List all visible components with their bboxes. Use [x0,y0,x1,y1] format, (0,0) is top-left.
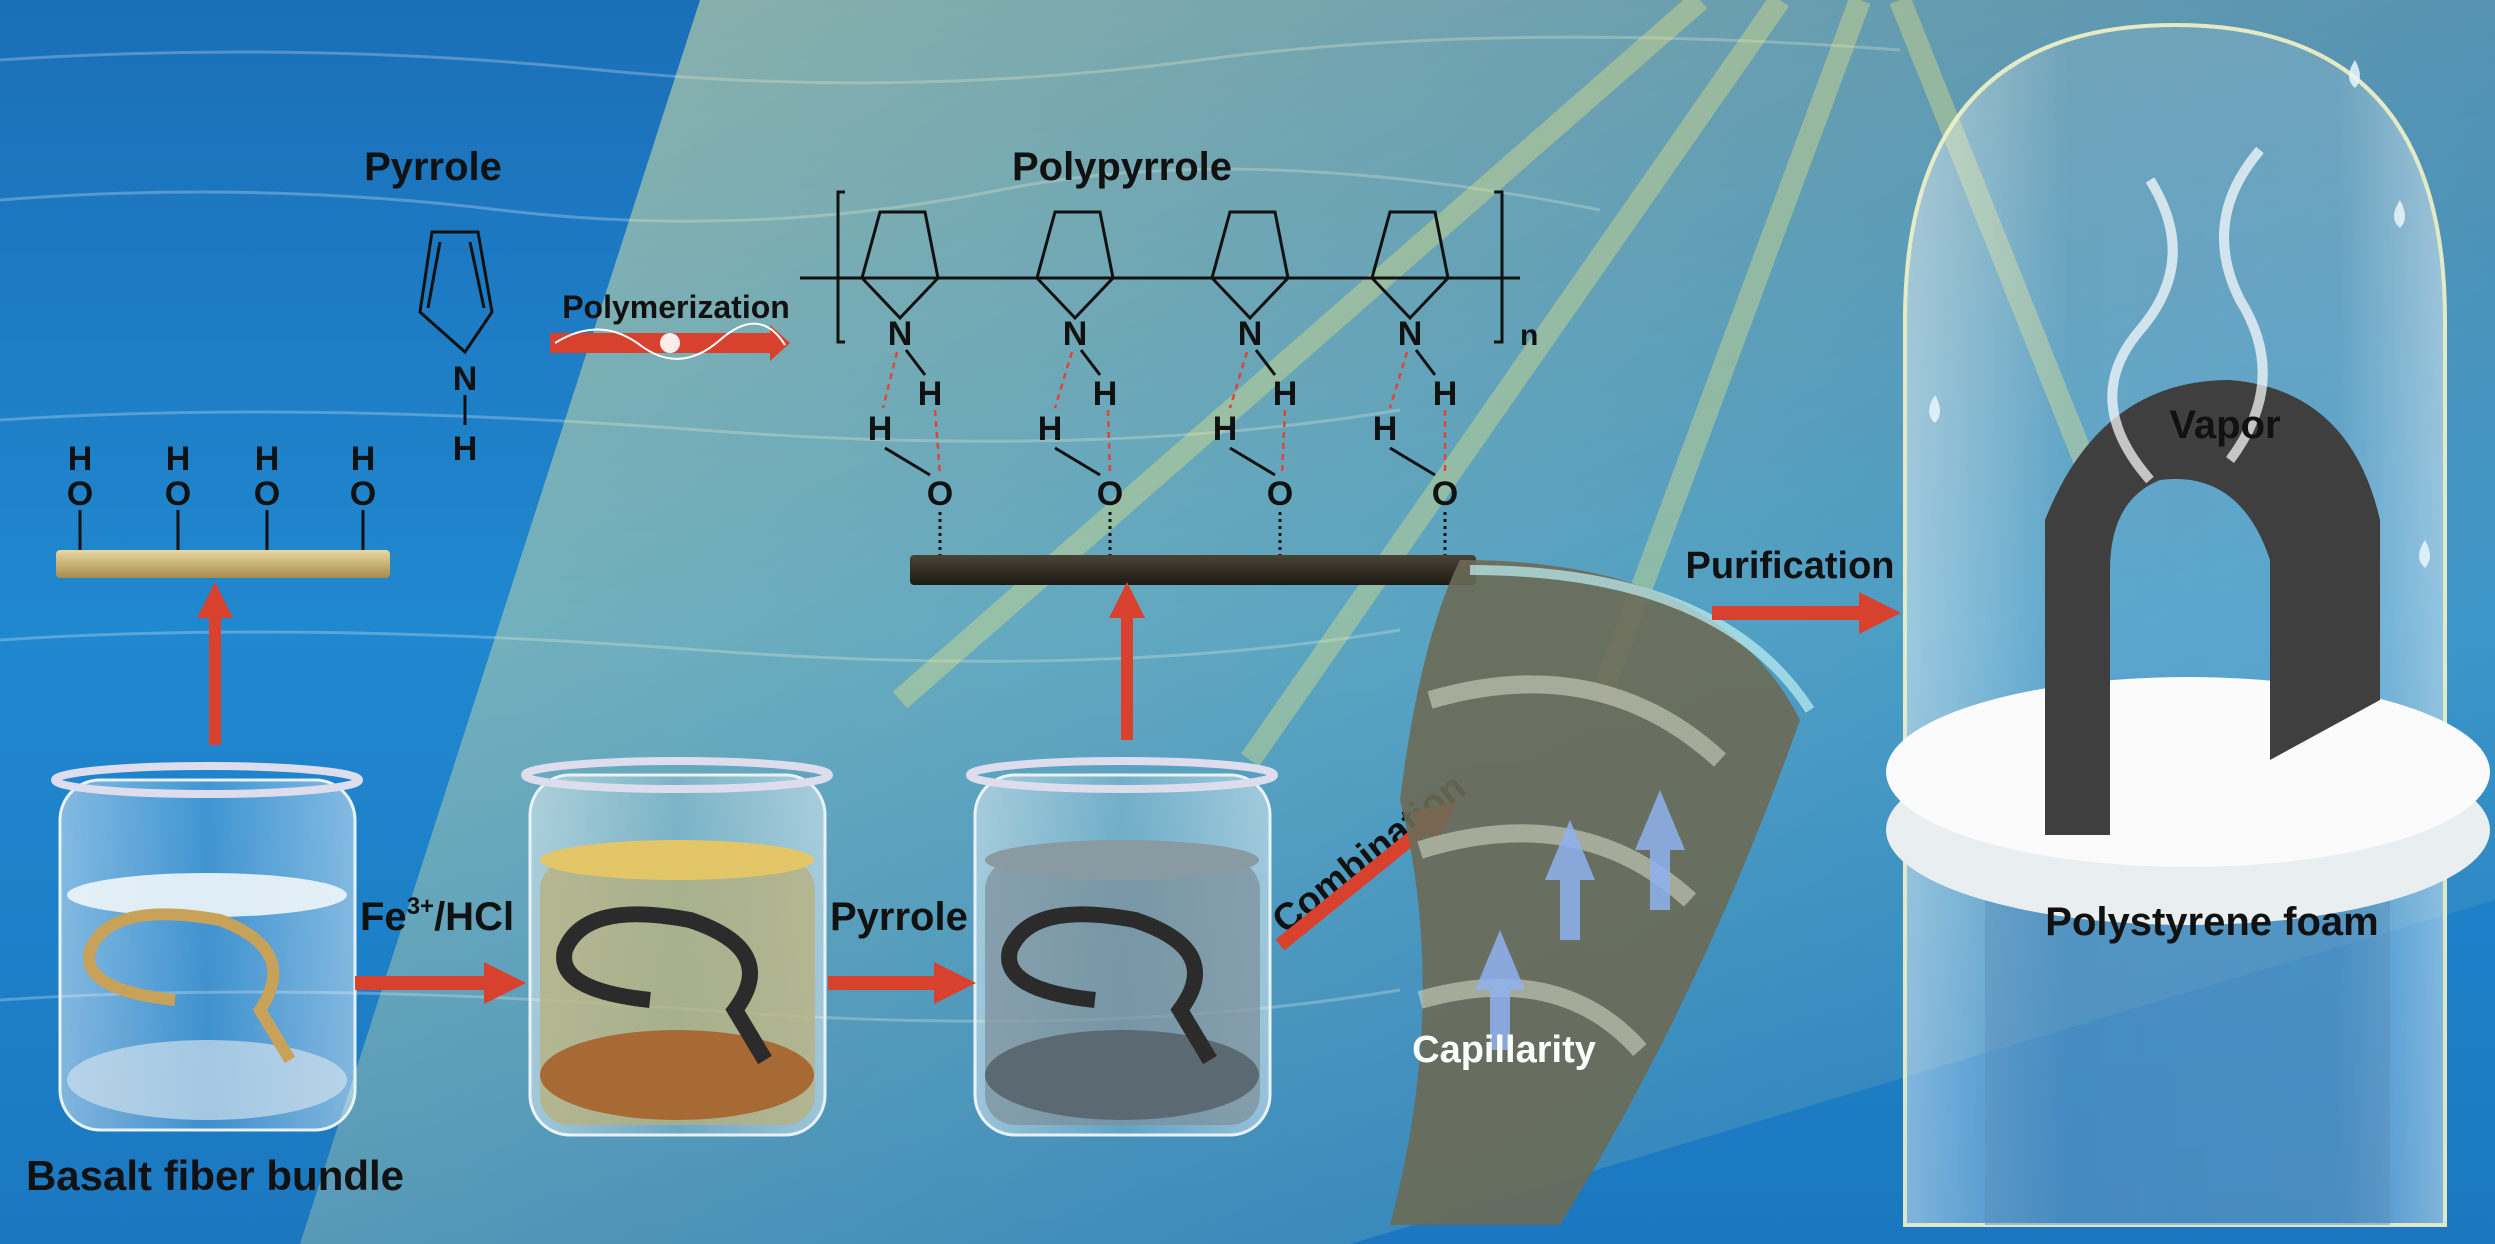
basalt-fiber-coil [83,908,296,1064]
coated-fiber-coil [556,906,772,1065]
svg-text:H: H [166,440,191,478]
beaker-fe-hcl [521,757,833,1137]
pyrrole-step-label: Pyrrole [830,895,968,939]
svg-text:H: H [1213,410,1238,448]
svg-text:O: O [1432,475,1458,513]
pyrrole-molecule: N H [418,230,494,468]
polypyrrole-label: Polypyrrole [1012,145,1232,189]
svg-text:H: H [255,440,280,478]
basalt-fiber-bundle-label: Basalt fiber bundle [26,1152,404,1199]
svg-text:N: N [1238,315,1263,353]
svg-text:N: N [1398,315,1423,353]
svg-text:O: O [1267,475,1293,513]
water-droplets-icon [1929,60,2430,568]
coated-fiber-bar [910,555,1476,585]
svg-text:O: O [1097,475,1123,513]
svg-text:H: H [1373,410,1398,448]
capillary-arrows [1475,790,1685,1050]
repeat-unit-n: n [1520,319,1538,352]
polymerization-arrow [550,322,790,361]
svg-text:H: H [68,440,93,478]
polystyrene-foam-label: Polystyrene foam [2045,900,2378,944]
svg-text:H: H [351,440,376,478]
beaker-basalt [51,762,363,1132]
svg-text:H: H [453,430,478,468]
polypyrrole-chain: N N N N n H H O H H O H H [800,190,1538,565]
svg-text:N: N [888,315,913,353]
pyrrole-label: Pyrrole [364,145,502,189]
basalt-fiber-bar [56,550,390,578]
purification-label: Purification [1685,545,1894,587]
water-column [1985,850,2390,1225]
svg-text:N: N [453,360,478,398]
evaporator-dome [1886,22,2490,1227]
svg-text:H: H [868,410,893,448]
svg-text:O: O [350,475,376,513]
svg-text:O: O [67,475,93,513]
svg-text:O: O [165,475,191,513]
svg-text:H: H [1093,375,1118,413]
svg-text:H: H [1038,410,1063,448]
beaker-pyrrole [966,757,1278,1137]
svg-text:N: N [1063,315,1088,353]
capillarity-label: Capillarity [1412,1029,1596,1071]
svg-text:H: H [1433,375,1458,413]
fiber-strip [1390,560,1815,1225]
vapor-swirls-icon [2107,146,2268,484]
svg-text:H: H [1273,375,1298,413]
svg-text:H: H [918,375,943,413]
svg-text:O: O [927,475,953,513]
polymerization-label: Polymerization [562,289,790,325]
svg-text:O: O [254,475,280,513]
ppy-fiber-coil [1001,906,1217,1065]
ppy-fabric-arch [2045,380,2380,835]
vapor-label: Vapor [2169,403,2280,447]
hydroxyl-groups: HO HO HO HO [67,440,376,550]
fe-hcl-label: Fe3+/HCl [360,893,514,939]
